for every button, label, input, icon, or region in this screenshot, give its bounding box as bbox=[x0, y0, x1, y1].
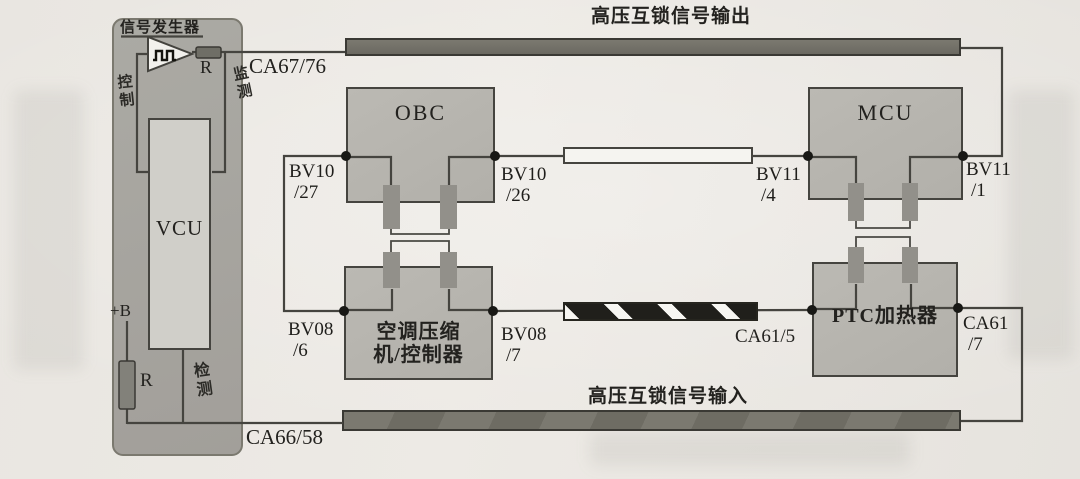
wire-output-bus-to-mcu bbox=[961, 46, 1004, 158]
mcu-label: MCU bbox=[857, 100, 914, 125]
compressor-block bbox=[344, 266, 493, 380]
pin-label-bv11-4: BV11 /4 bbox=[756, 164, 801, 206]
bleed-through-artifact bbox=[14, 90, 84, 370]
pin-label-bv10-27-line1: BV10 bbox=[289, 161, 335, 182]
pin-label-ca61-7-line1: CA61 bbox=[963, 313, 1009, 334]
pin-label-bv11-4-line1: BV11 bbox=[756, 164, 801, 185]
signal-generator-label: 信号发生器 bbox=[120, 20, 201, 36]
control-label: 控制 bbox=[114, 73, 135, 111]
compressor-connector-jumper bbox=[390, 240, 450, 252]
hvil-input-bus-title: 高压互锁信号输入 bbox=[587, 386, 748, 407]
pin-label-bv11-4-line2: /4 bbox=[761, 185, 776, 206]
obc-label: OBC bbox=[394, 100, 447, 125]
mcu-connector-jumper bbox=[855, 220, 911, 229]
pin-label-ca66-58: CA66/58 bbox=[246, 425, 324, 449]
pin-label-bv10-26-line2: /26 bbox=[506, 185, 531, 206]
pin-label-bv11-1-line2: /1 bbox=[971, 180, 986, 201]
pin-label-ca61-7: CA61 /7 bbox=[963, 313, 1008, 355]
pin-label-ca67-76: CA67/76 bbox=[249, 54, 327, 78]
pin-label-bv08-6-line1: BV08 bbox=[288, 319, 334, 340]
compressor-label-line2: 机/控制器 bbox=[373, 344, 464, 366]
pin-label-bv10-26: BV10 /26 bbox=[501, 164, 546, 206]
pin-label-ca61-7-line2: /7 bbox=[968, 334, 983, 355]
compressor-label-line1: 空调压缩 bbox=[376, 321, 461, 343]
compressor-label: 空调压缩 机/控制器 bbox=[344, 321, 493, 367]
monitor-resistor-label: R bbox=[200, 57, 213, 77]
pin-label-bv08-7: BV08 /7 bbox=[501, 324, 546, 366]
plus-b-label: +B bbox=[110, 301, 131, 320]
pin-label-bv08-7-line2: /7 bbox=[506, 345, 521, 366]
pin-label-ca61-5: CA61/5 bbox=[735, 326, 796, 347]
bleed-through-artifact bbox=[590, 432, 910, 466]
pin-label-bv10-27-line2: /27 bbox=[294, 182, 319, 203]
vcu-inner-block bbox=[148, 118, 211, 350]
harness-cable-obc-mcu bbox=[563, 147, 753, 164]
hvil-output-bus-bar bbox=[345, 38, 961, 56]
ptc-heater-label: PTC加热器 bbox=[832, 305, 938, 327]
pin-label-bv10-27: BV10 /27 bbox=[289, 161, 334, 203]
hvil-output-bus-title: 高压互锁信号输出 bbox=[590, 6, 751, 27]
pin-label-bv10-26-line1: BV10 bbox=[501, 164, 547, 185]
detect-resistor-label: R bbox=[140, 370, 153, 391]
pin-label-bv11-1-line1: BV11 bbox=[966, 159, 1011, 180]
ptc-heater-block bbox=[812, 262, 958, 377]
vcu-label: VCU bbox=[155, 216, 204, 240]
hvil-input-bus-bar bbox=[342, 410, 961, 431]
obc-connector-jumper bbox=[390, 228, 450, 235]
ptc-connector-jumper bbox=[855, 236, 911, 247]
pin-label-bv11-1: BV11 /1 bbox=[966, 159, 1011, 201]
harness-cable-hazard-compressor-ptc bbox=[563, 302, 758, 321]
pin-label-bv08-6-line2: /6 bbox=[293, 340, 308, 361]
pin-label-bv08-6: BV08 /6 bbox=[288, 319, 333, 361]
pin-label-bv08-7-line1: BV08 bbox=[501, 324, 547, 345]
bleed-through-artifact bbox=[1008, 90, 1074, 360]
